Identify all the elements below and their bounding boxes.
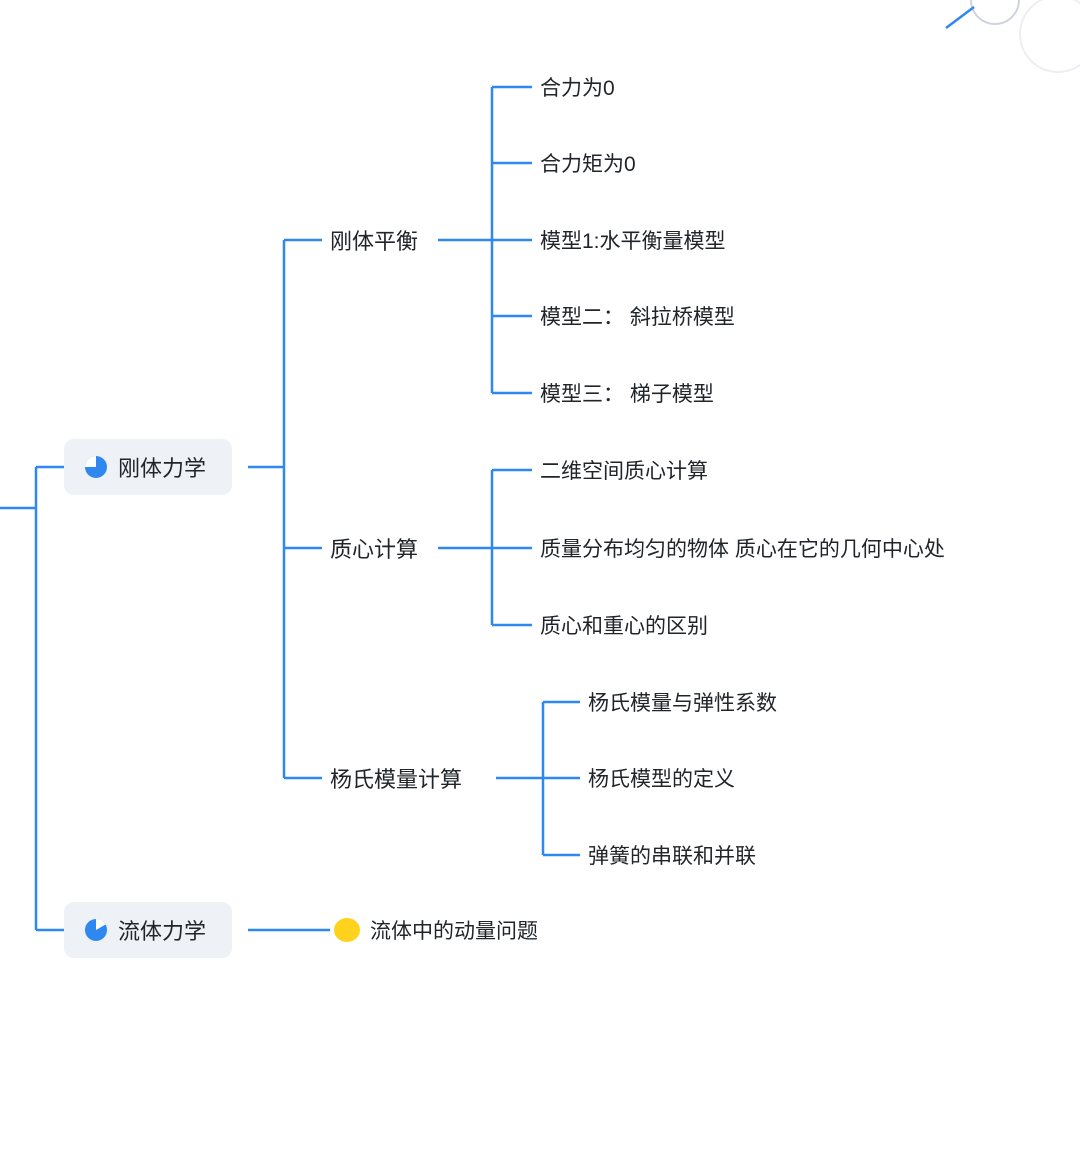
leaf-center-of-mass-vs-gravity[interactable]: 质心和重心的区别 <box>540 610 708 640</box>
leaf-label: 合力矩为0 <box>540 153 636 176</box>
topic-label: 杨氏模量计算 <box>330 767 463 792</box>
leaf-2d-center-of-mass[interactable]: 二维空间质心计算 <box>540 455 708 485</box>
leaf-uniform-mass-distribution[interactable]: 质量分布均匀的物体 质心在它的几何中心处 <box>540 533 945 563</box>
leaf-label: 质量分布均匀的物体 质心在它的几何中心处 <box>540 538 945 561</box>
decorative-circle <box>1019 0 1080 73</box>
pie-chart-icon <box>85 919 107 941</box>
leaf-springs-series-parallel[interactable]: 弹簧的串联和并联 <box>588 840 756 870</box>
node-rigid-body-mechanics[interactable]: 刚体力学 <box>64 439 233 495</box>
pie-chart-icon <box>85 456 107 478</box>
leaf-net-torque-zero[interactable]: 合力矩为0 <box>540 148 636 178</box>
leaf-model-3-ladder[interactable]: 模型三： 梯子模型 <box>540 378 714 408</box>
node-label: 刚体力学 <box>118 456 207 481</box>
connector-rigid-body-branch <box>248 238 322 780</box>
leaf-model-1-horizontal-balance[interactable]: 模型1:水平衡量模型 <box>540 225 726 255</box>
decorative-circle <box>970 0 1020 25</box>
leaf-label: 流体中的动量问题 <box>370 920 538 943</box>
connector-root <box>0 465 64 932</box>
topic-rigid-body-equilibrium[interactable]: 刚体平衡 <box>330 225 418 255</box>
leaf-youngs-model-definition[interactable]: 杨氏模型的定义 <box>588 763 735 793</box>
leaf-label: 二维空间质心计算 <box>540 460 708 483</box>
leaf-fluid-momentum-problem[interactable]: 流体中的动量问题 <box>334 915 538 945</box>
decorative-connector-stub <box>945 6 975 29</box>
topic-youngs-modulus-calculation[interactable]: 杨氏模量计算 <box>330 763 462 793</box>
leaf-label: 模型二： 斜拉桥模型 <box>540 306 735 329</box>
leaf-label: 质心和重心的区别 <box>540 615 708 638</box>
leaf-label: 模型1:水平衡量模型 <box>540 230 726 253</box>
leaf-label: 模型三： 梯子模型 <box>540 383 714 406</box>
yellow-dot-icon <box>334 918 360 942</box>
topic-label: 刚体平衡 <box>330 229 419 254</box>
leaf-label: 弹簧的串联和并联 <box>588 845 756 868</box>
leaf-youngs-modulus-elastic-coefficient[interactable]: 杨氏模量与弹性系数 <box>588 687 777 717</box>
topic-center-of-mass-calculation[interactable]: 质心计算 <box>330 533 418 563</box>
node-label: 流体力学 <box>118 919 207 944</box>
leaf-label: 杨氏模量与弹性系数 <box>588 692 777 715</box>
connector-center-of-mass-branch <box>438 468 532 627</box>
connector-equilibrium-branch <box>438 85 532 395</box>
leaf-label: 杨氏模型的定义 <box>588 768 735 791</box>
node-fluid-mechanics[interactable]: 流体力学 <box>64 902 233 958</box>
connector-youngs-modulus-branch <box>496 700 580 857</box>
leaf-label: 合力为0 <box>540 77 615 100</box>
topic-label: 质心计算 <box>330 537 419 562</box>
leaf-model-2-cable-stayed-bridge[interactable]: 模型二： 斜拉桥模型 <box>540 301 735 331</box>
leaf-net-force-zero[interactable]: 合力为0 <box>540 72 615 102</box>
